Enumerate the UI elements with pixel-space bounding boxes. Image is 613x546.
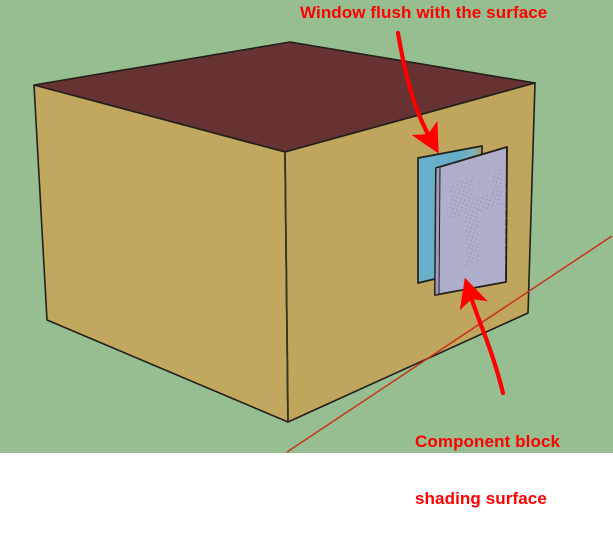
sketchup-model-svg bbox=[33, 30, 613, 453]
building-front-corner-edge bbox=[284, 151, 289, 423]
component-block-arrow bbox=[459, 277, 506, 396]
annotation-component-block-line2: shading surface bbox=[415, 489, 547, 508]
annotation-window-flush-label: Window flush with the surface bbox=[300, 3, 548, 22]
shading-panel-hatch-texture bbox=[449, 168, 503, 266]
window-flush-arrow bbox=[395, 30, 439, 154]
shading-panel-group bbox=[434, 146, 508, 296]
annotation-component-block-line1: Component block bbox=[415, 432, 561, 451]
ground-reference-line bbox=[286, 235, 613, 453]
annotation-component-block-label: Component block shading surface bbox=[415, 394, 560, 546]
diagram-canvas: Window flush with the surface Component … bbox=[0, 0, 613, 508]
shading-panel-side-sliver bbox=[434, 166, 441, 296]
